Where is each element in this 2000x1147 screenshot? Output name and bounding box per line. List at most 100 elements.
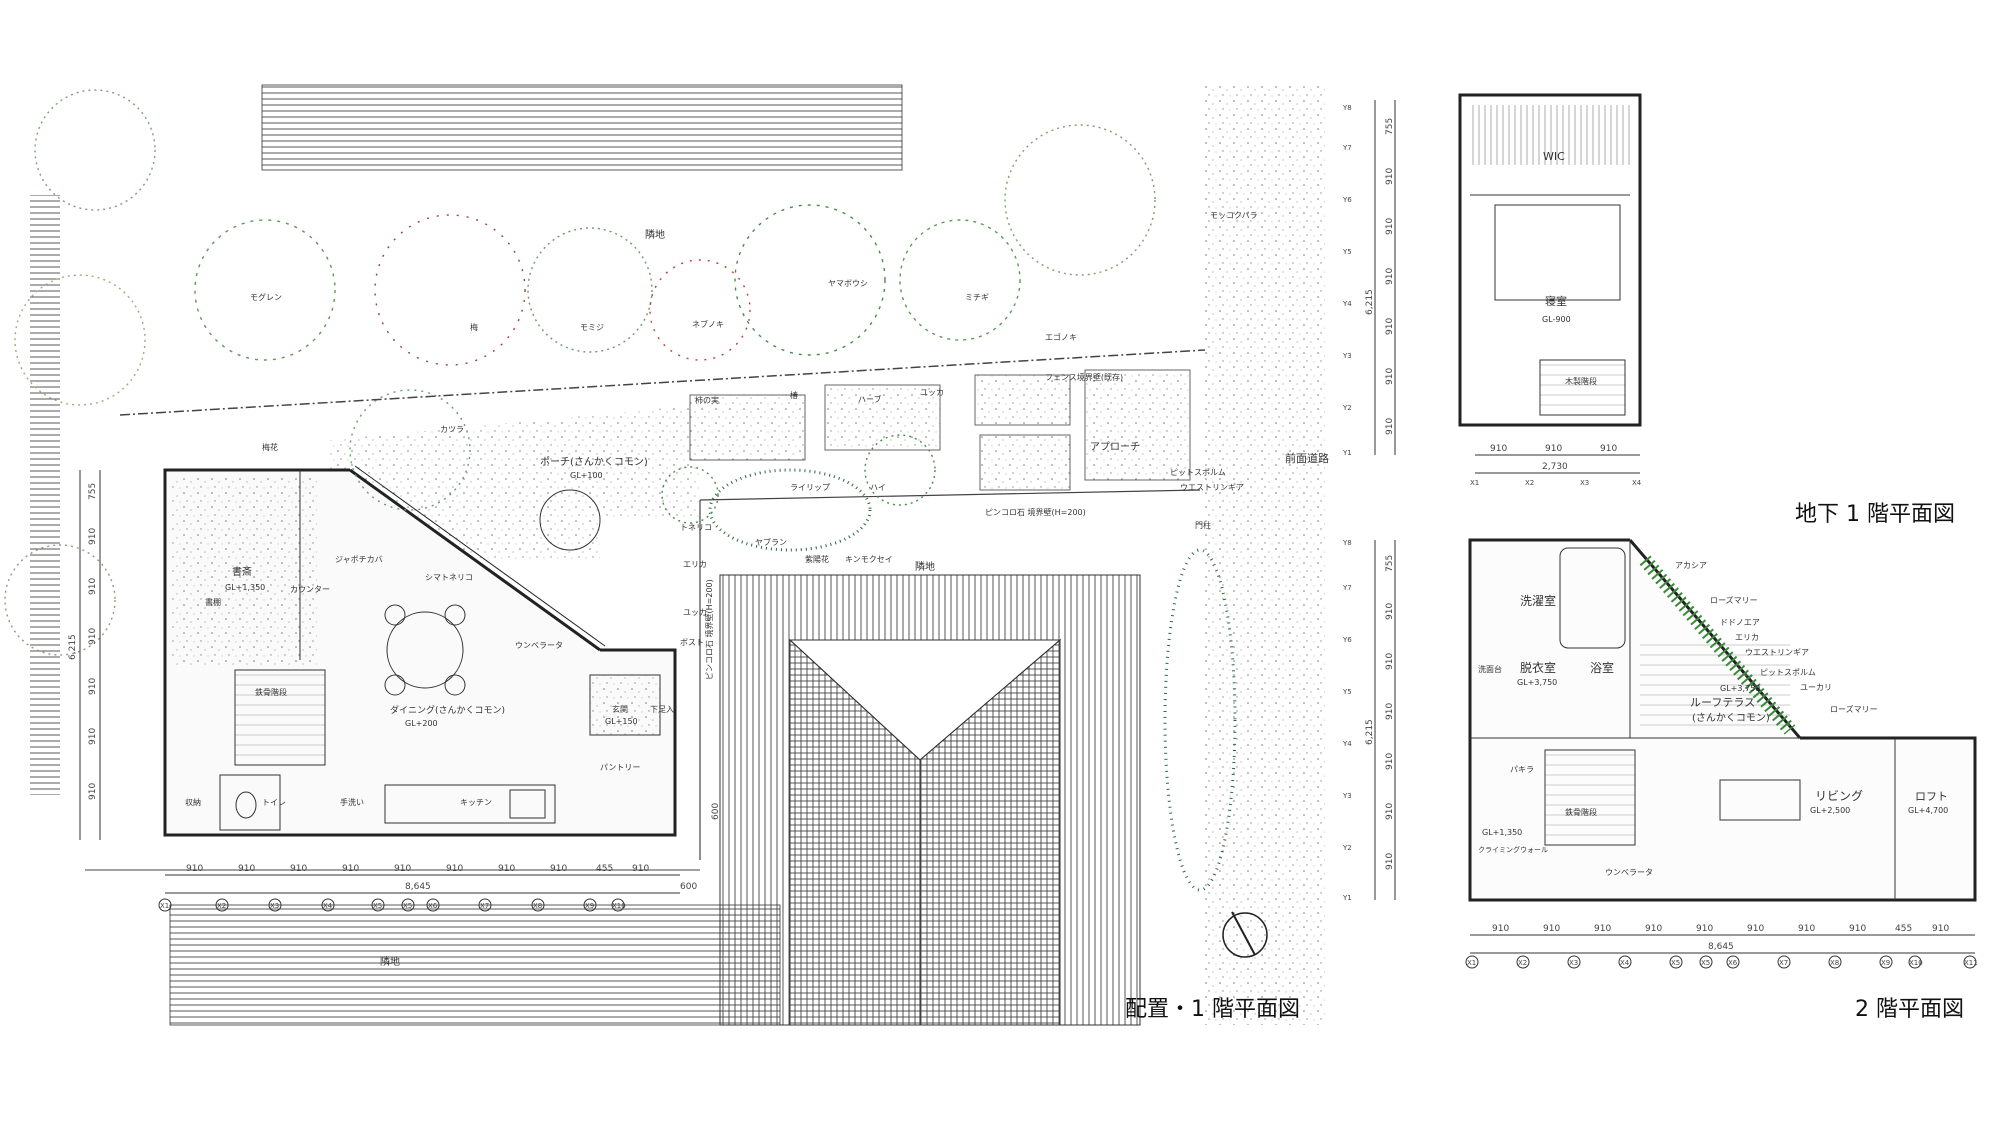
axis-label: X1 xyxy=(1470,479,1479,487)
room-2f-study-gl: GL+1,350 xyxy=(1482,828,1522,837)
axis-label: X5 xyxy=(403,902,412,910)
second-floor-title: 2 階平面図 xyxy=(1855,997,1964,1022)
plant-label: エリカ xyxy=(683,560,707,569)
plant-label: ユッカ xyxy=(920,388,944,397)
axis-label: Y3 xyxy=(1342,352,1352,360)
basement-title: 地下 1 階平面図 xyxy=(1795,502,1955,527)
dim-total: 6,215 xyxy=(1365,719,1375,745)
room-shoe: 下足入 xyxy=(650,705,674,714)
axis-label: X3 xyxy=(1569,959,1578,967)
plant-label: ユッカ xyxy=(683,608,707,617)
room-wash: 手洗い xyxy=(340,797,364,807)
dim-label: 910 xyxy=(1747,924,1764,934)
second-floor-plan: 洗濯室 浴室 脱衣室 GL+3,750 洗面台 ルーフテラス (さんかくコモン)… xyxy=(1465,538,1978,1022)
room-stair: 鉄骨階段 xyxy=(255,687,287,697)
plant-label: ウンベラータ xyxy=(515,641,563,650)
right-vertical-dims-bottom: 755 910 910 910 910 910 910 6,215 Y8 Y7 … xyxy=(1342,539,1396,902)
plant-label: 梅花 xyxy=(262,442,278,452)
dim-label: 910 xyxy=(88,628,98,645)
room-kitchen: キッチン xyxy=(460,798,492,807)
axis-label: X5 xyxy=(1701,959,1710,967)
gf-axis-markers: X1 X2 X3 X4 X5 X5 X6 X7 X8 X9 X10 xyxy=(158,898,626,912)
room-porch-gl: GL+100 xyxy=(570,471,603,480)
plant-label: エゴノキ xyxy=(1045,332,1077,342)
2f-axis-markers: X1 X2 X3 X4 X5 X5 X6 X7 X8 X9 X10 X11 xyxy=(1465,955,1978,969)
plant-label: ローズマリー xyxy=(1830,704,1878,714)
axis-label: Y3 xyxy=(1342,792,1352,800)
room-plant-pachira: パキラ xyxy=(1510,765,1534,774)
axis-label: X2 xyxy=(1518,959,1527,967)
plant-label: ヤブラン xyxy=(755,537,787,547)
dim-label: 910 xyxy=(446,864,463,874)
north-arrow xyxy=(1222,911,1268,958)
axis-label: Y7 xyxy=(1342,584,1352,592)
room-pantry: パントリー xyxy=(600,763,640,772)
dim-600: 600 xyxy=(680,882,697,892)
axis-label: Y2 xyxy=(1342,844,1352,852)
axis-label: X1 xyxy=(160,902,169,910)
dim-label: 910 xyxy=(1385,268,1395,285)
axis-label: X9 xyxy=(1881,959,1890,967)
plant-label: ローズマリー xyxy=(1710,595,1758,605)
room-toilet: トイレ xyxy=(262,798,286,807)
room-living: リビング xyxy=(1815,789,1863,803)
plant-label: エリカ xyxy=(1735,633,1759,642)
room-entrance-gl: GL+150 xyxy=(605,717,638,726)
axis-label: Y6 xyxy=(1342,196,1352,204)
plant-label: ウエストリンギア xyxy=(1745,648,1809,657)
fence-label: フェンス境界壁(既存) xyxy=(1045,372,1123,382)
axis-label: X8 xyxy=(533,902,542,910)
room-bedroom-gl: GL-900 xyxy=(1542,315,1571,324)
approach-label: アプローチ xyxy=(1090,441,1140,453)
plant-label: ハーブ xyxy=(858,394,882,404)
dim-label: 910 xyxy=(1490,444,1507,454)
room-dressing: 脱衣室 xyxy=(1520,660,1556,675)
plant-label: ライリップ xyxy=(790,483,830,492)
axis-label: Y2 xyxy=(1342,404,1352,412)
front-road-label: 前面道路 xyxy=(1285,451,1329,465)
plant-label: ドドノエア xyxy=(1720,618,1760,627)
axis-label: X2 xyxy=(217,902,226,910)
plant-label: モグレン xyxy=(250,292,282,302)
dim-label: 910 xyxy=(1385,168,1395,185)
room-plant-umbellata: ウンベラータ xyxy=(1605,868,1653,877)
right-vertical-dims-top: 755 910 910 910 910 910 910 6,215 Y8 Y7 … xyxy=(1342,100,1396,457)
axis-label: X11 xyxy=(1964,959,1978,967)
plant-label: ウエストリンギア xyxy=(1180,483,1244,492)
plant-label: ユーカリ xyxy=(1800,683,1832,692)
room-dining: ダイニング(さんかくコモン) xyxy=(390,704,505,716)
axis-label: Y5 xyxy=(1342,248,1352,256)
plant-label: ボスト xyxy=(680,638,704,647)
neighbor-top-label: 隣地 xyxy=(645,228,665,241)
plant-label: ピットスポルム xyxy=(1170,468,1226,477)
plant-label: カツラ xyxy=(440,425,464,434)
plant-label: ハイ xyxy=(870,483,886,492)
dim-label: 755 xyxy=(88,483,98,500)
plant-label: モミジ xyxy=(580,323,604,332)
dim-label: 910 xyxy=(1696,924,1713,934)
axis-label: Y5 xyxy=(1342,688,1352,696)
room-2f-stair: 鉄骨階段 xyxy=(1565,807,1597,817)
plant-label: 柿の実 xyxy=(695,395,719,405)
room-laundry: 洗濯室 xyxy=(1520,593,1556,608)
dim-label: 910 xyxy=(88,783,98,800)
dim-label: 910 xyxy=(1385,653,1395,670)
trees-site xyxy=(4,89,1237,892)
axis-label: X4 xyxy=(1632,479,1642,487)
axis-label: X4 xyxy=(323,902,333,910)
dim-label: 910 xyxy=(1385,803,1395,820)
axis-label: X9 xyxy=(585,902,594,910)
dim-label: 910 xyxy=(238,864,255,874)
dim-label: 910 xyxy=(1385,603,1395,620)
axis-label: Y1 xyxy=(1342,449,1352,457)
dim-label: 910 xyxy=(1385,853,1395,870)
axis-label: X8 xyxy=(1830,959,1839,967)
approach-pavers xyxy=(689,369,1191,491)
gf-vertical-dims: 755 910 910 910 910 910 910 6,215 xyxy=(68,470,101,840)
room-entrance: 玄関 xyxy=(612,704,628,714)
axis-label: X7 xyxy=(480,902,489,910)
room-dressing-gl: GL+3,750 xyxy=(1517,678,1557,687)
plant-label: ミチギ xyxy=(965,293,989,302)
dim-label: 910 xyxy=(1594,924,1611,934)
